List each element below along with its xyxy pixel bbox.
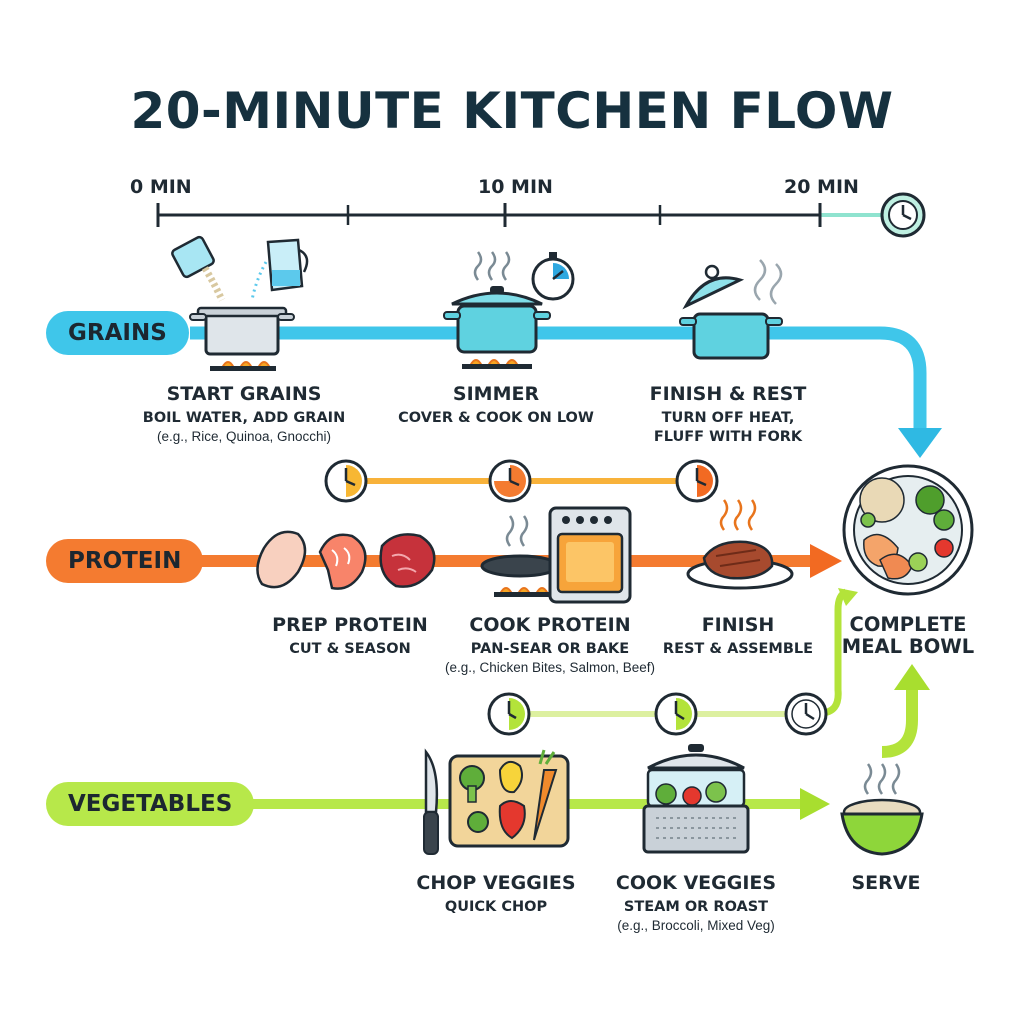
oven-icon	[548, 506, 632, 604]
step-subtitle: COVER & COOK ON LOW	[398, 410, 594, 426]
step-subtitle: PAN-SEAR OR BAKE	[470, 641, 630, 657]
step-cook-veggies: COOK VEGGIES STEAM OR ROAST (e.g., Brocc…	[566, 872, 826, 933]
step-prep-protein: PREP PROTEIN CUT & SEASON	[220, 614, 480, 659]
step-simmer: SIMMER COVER & COOK ON LOW	[366, 383, 626, 428]
rice-bowl-icon	[840, 763, 924, 856]
knife-icon	[423, 748, 439, 855]
beef-steak-icon	[379, 533, 436, 588]
steamer-icon	[642, 744, 750, 854]
timer-icon	[531, 252, 575, 301]
step-title: COOK VEGGIES	[615, 872, 777, 894]
page-title: 20-MINUTE KITCHEN FLOW	[130, 82, 894, 140]
protein-arrow-head	[810, 544, 842, 578]
grains-lane	[190, 326, 942, 458]
salmon-steak-icon	[318, 533, 367, 590]
step-chop-veggies: CHOP VEGGIES QUICK CHOP	[366, 872, 626, 917]
step-finish: FINISH REST & ASSEMBLE	[608, 614, 868, 659]
grains-arrow-head	[898, 428, 942, 458]
clock-icon-orange-3	[675, 459, 719, 503]
clock-icon-green-3	[784, 692, 828, 736]
step-title: CHOP VEGGIES	[416, 872, 576, 894]
step-subtitle: BOIL WATER, ADD GRAIN	[142, 410, 346, 426]
step-cook-protein: COOK PROTEIN PAN-SEAR OR BAKE (e.g., Chi…	[420, 614, 680, 675]
serve-arrow-head	[894, 664, 930, 690]
tick-label-20: 20 MIN	[784, 176, 859, 198]
step-subtitle: REST & ASSEMBLE	[662, 641, 814, 657]
vegetables-lane-label: VEGETABLES	[46, 782, 255, 826]
meal-bowl-icon	[842, 464, 974, 596]
step-start-grains: START GRAINS BOIL WATER, ADD GRAIN (e.g.…	[114, 383, 374, 444]
step-example: (e.g., Broccoli, Mixed Veg)	[617, 918, 775, 933]
step-subtitle: STEAM OR ROAST	[623, 899, 769, 915]
steak-plate-icon	[686, 499, 794, 590]
water-jug-icon	[250, 238, 309, 301]
clock-icon-orange-2	[488, 459, 532, 503]
step-title: SERVE	[851, 872, 921, 894]
step-title: START GRAINS	[166, 383, 322, 405]
step-title: FINISH	[701, 614, 775, 636]
step-title: COOK PROTEIN	[469, 614, 631, 636]
clock-icon-green-2	[654, 692, 698, 736]
clock-icon-orange-1	[324, 459, 368, 503]
result-complete-meal-bowl: COMPLETE MEAL BOWL	[778, 614, 1024, 658]
result-title: COMPLETE MEAL BOWL	[841, 613, 975, 658]
chicken-breast-icon	[256, 530, 307, 589]
clock-icon-green-1	[487, 692, 531, 736]
timeline	[156, 192, 926, 238]
cutting-board-icon	[448, 749, 570, 848]
step-title: FINISH & REST	[649, 383, 807, 405]
vegetables-arrow-head	[800, 788, 830, 820]
step-subtitle: TURN OFF HEAT, FLUFF WITH FORK	[653, 410, 803, 445]
pour-grain-icon	[171, 235, 226, 302]
pot-on-stove-icon	[189, 306, 295, 371]
step-title: PREP PROTEIN	[272, 614, 428, 636]
protein-lane-label: PROTEIN	[46, 539, 204, 583]
tick-label-0: 0 MIN	[130, 176, 192, 198]
step-serve: SERVE	[756, 872, 1016, 894]
lid-pot-icon	[679, 259, 783, 360]
step-title: SIMMER	[452, 383, 540, 405]
step-finish-rest: FINISH & REST TURN OFF HEAT, FLUFF WITH …	[598, 383, 858, 447]
timeline-clock-icon	[880, 192, 926, 238]
grains-lane-label: GRAINS	[46, 311, 189, 355]
tick-label-10: 10 MIN	[478, 176, 553, 198]
step-example: (e.g., Rice, Quinoa, Gnocchi)	[156, 429, 332, 444]
step-example: (e.g., Chicken Bites, Salmon, Beef)	[444, 660, 656, 675]
step-subtitle: CUT & SEASON	[289, 641, 411, 657]
step-subtitle: QUICK CHOP	[444, 899, 548, 915]
simmer-pot-icon	[443, 251, 551, 369]
